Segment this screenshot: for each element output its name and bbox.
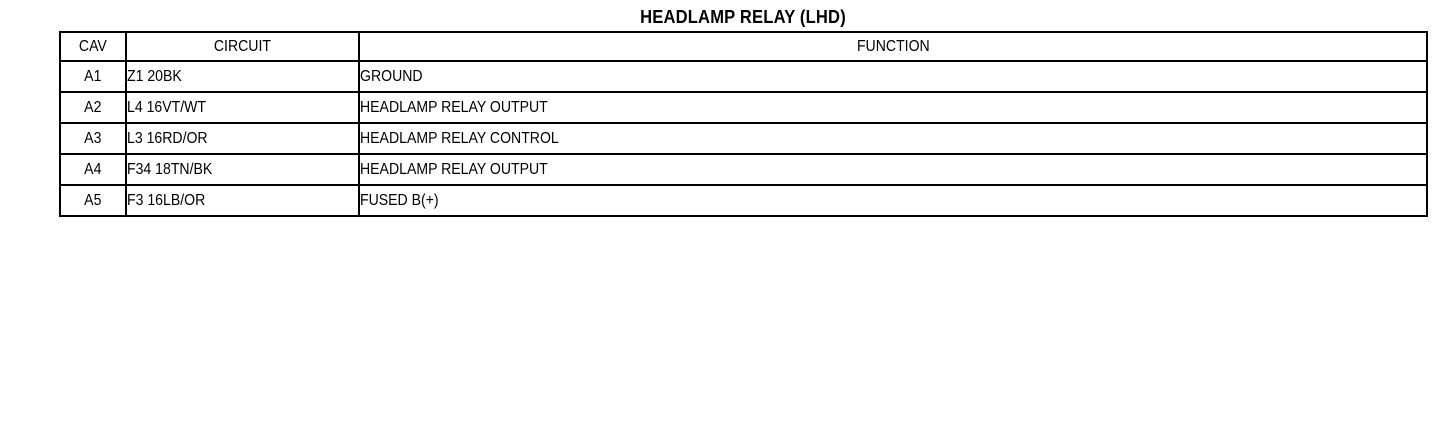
table-row: A1 Z1 20BK GROUND (59, 60, 1428, 93)
circuit-cell: F3 16LB/OR (125, 184, 360, 217)
table-row: A3 L3 16RD/OR HEADLAMP RELAY CONTROL (59, 122, 1428, 155)
circuit-cell: F34 18TN/BK (125, 153, 360, 186)
cav-cell: A5 (59, 184, 127, 217)
function-cell: HEADLAMP RELAY CONTROL (358, 122, 1428, 155)
table-row: A5 F3 16LB/OR FUSED B(+) (59, 184, 1428, 217)
cav-cell: A2 (59, 91, 127, 124)
cav-cell: A4 (59, 153, 127, 186)
circuit-cell: L3 16RD/OR (125, 122, 360, 155)
table-header-row: CAV CIRCUIT FUNCTION (59, 31, 1428, 62)
function-cell: HEADLAMP RELAY OUTPUT (358, 91, 1428, 124)
cav-cell: A3 (59, 122, 127, 155)
function-cell: HEADLAMP RELAY OUTPUT (358, 153, 1428, 186)
circuit-cell: Z1 20BK (125, 60, 360, 93)
column-header-function: FUNCTION (358, 31, 1428, 62)
function-cell: FUSED B(+) (358, 184, 1428, 217)
column-header-cav: CAV (59, 31, 127, 62)
table-row: A2 L4 16VT/WT HEADLAMP RELAY OUTPUT (59, 91, 1428, 124)
connector-title: HEADLAMP RELAY (LHD) (640, 7, 846, 27)
table-row: A4 F34 18TN/BK HEADLAMP RELAY OUTPUT (59, 153, 1428, 186)
function-cell: GROUND (358, 60, 1428, 93)
circuit-cell: L4 16VT/WT (125, 91, 360, 124)
column-header-circuit: CIRCUIT (125, 31, 360, 62)
cav-cell: A1 (59, 60, 127, 93)
connector-pinout-table: CAV CIRCUIT FUNCTION A1 Z1 20BK GROUND A… (59, 31, 1428, 217)
